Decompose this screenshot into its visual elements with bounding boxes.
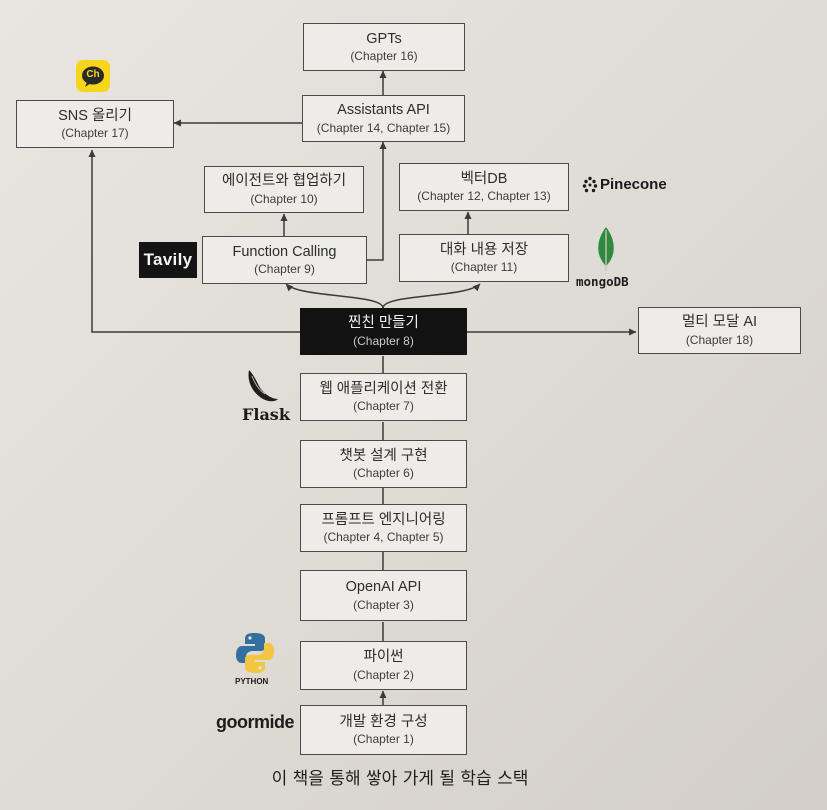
node-chapter: (Chapter 9) <box>254 262 315 277</box>
node-openai-api: OpenAI API (Chapter 3) <box>300 570 467 621</box>
node-chapter: (Chapter 10) <box>250 191 318 206</box>
node-title: 챗봇 설계 구현 <box>339 447 428 464</box>
mongodb-leaf-icon <box>595 226 617 272</box>
node-prompt: 프롬프트 엔지니어링 (Chapter 4, Chapter 5) <box>300 504 467 552</box>
node-multimodal: 멀티 모달 AI (Chapter 18) <box>638 307 801 354</box>
node-title: 찐친 만들기 <box>348 315 419 332</box>
node-chapter: (Chapter 8) <box>353 333 414 348</box>
node-agents: 에이전트와 협업하기 (Chapter 10) <box>204 166 364 213</box>
mongodb-logo-text: mongoDB <box>576 274 629 289</box>
node-title: 에이전트와 협업하기 <box>221 173 347 190</box>
node-sns: SNS 올리기 (Chapter 17) <box>16 100 174 148</box>
node-webapp: 웹 애플리케이션 전환 (Chapter 7) <box>300 373 467 421</box>
pinecone-logo-text: Pinecone <box>600 176 667 193</box>
node-function-calling: Function Calling (Chapter 9) <box>202 236 367 284</box>
flask-logo-text: Flask <box>242 405 290 424</box>
flask-horn-icon <box>243 366 281 406</box>
pinecone-icon <box>582 176 598 194</box>
node-memory: 대화 내용 저장 (Chapter 11) <box>399 234 569 282</box>
node-chapter: (Chapter 14, Chapter 15) <box>316 120 451 135</box>
node-title: 벡터DB <box>460 170 508 187</box>
node-chapter: (Chapter 18) <box>685 332 754 347</box>
goormide-logo: goormide <box>216 712 295 732</box>
kakao-channel-text: Ch <box>86 69 100 80</box>
node-dev-setup: 개발 환경 구성 (Chapter 1) <box>300 705 467 755</box>
node-chapter: (Chapter 6) <box>353 466 414 481</box>
node-title: OpenAI API <box>345 579 422 596</box>
node-title: 파이썬 <box>363 649 404 666</box>
node-chapter: (Chapter 11) <box>450 260 518 275</box>
node-chapter: (Chapter 12, Chapter 13) <box>417 189 551 204</box>
node-title: 개발 환경 구성 <box>339 713 428 730</box>
node-title: 멀티 모달 AI <box>681 314 758 331</box>
link-function-assistants <box>367 141 387 261</box>
diagram-caption: 이 책을 통해 쌓아 가게 될 학습 스택 <box>271 769 529 789</box>
node-title: 대화 내용 저장 <box>439 241 529 258</box>
node-assistants-api: Assistants API (Chapter 14, Chapter 15) <box>302 95 465 142</box>
node-python: 파이썬 (Chapter 2) <box>300 641 467 690</box>
node-title: Assistants API <box>337 102 430 119</box>
link-friend-sns <box>88 149 300 333</box>
node-make-friend: 찐친 만들기 (Chapter 8) <box>300 308 467 355</box>
node-title: Function Calling <box>232 243 337 260</box>
python-icon <box>236 631 274 675</box>
link-friend-function <box>285 283 384 309</box>
node-chapter: (Chapter 1) <box>353 732 414 747</box>
node-chapter: (Chapter 7) <box>353 399 414 414</box>
node-title: GPTs <box>366 30 402 47</box>
tavily-logo: Tavily <box>139 242 197 278</box>
node-gpts: GPTs (Chapter 16) <box>303 23 465 71</box>
node-chapter: (Chapter 2) <box>353 667 414 682</box>
node-vector-db: 벡터DB (Chapter 12, Chapter 13) <box>399 163 569 211</box>
node-title: SNS 올리기 <box>58 107 132 124</box>
node-chapter: (Chapter 17) <box>61 126 129 141</box>
node-chatbot: 챗봇 설계 구현 (Chapter 6) <box>300 440 467 488</box>
node-title: 프롬프트 엔지니어링 <box>321 511 446 528</box>
link-friend-memory <box>382 283 481 309</box>
node-chapter: (Chapter 4, Chapter 5) <box>323 530 444 545</box>
python-logo-text: PYTHON <box>235 677 269 686</box>
node-chapter: (Chapter 3) <box>353 597 414 612</box>
kakao-channel-logo: Ch <box>76 60 110 92</box>
node-chapter: (Chapter 16) <box>350 49 418 64</box>
node-title: 웹 애플리케이션 전환 <box>319 380 448 397</box>
